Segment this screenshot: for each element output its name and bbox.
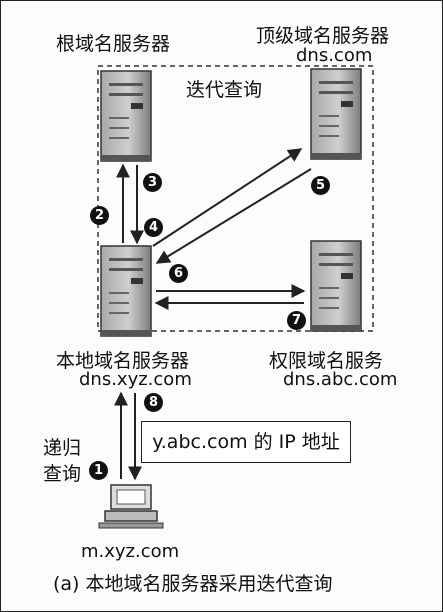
step-2-badge: 2	[90, 206, 109, 225]
iterative-query-label: 迭代查询	[186, 79, 263, 101]
tld-server-host: dns.com	[296, 45, 373, 66]
tld-server-icon	[310, 68, 362, 160]
client-computer-icon	[98, 484, 164, 529]
tld-server-label: 顶级域名服务器	[256, 25, 390, 47]
recursive-query-label-1: 递归	[43, 437, 82, 459]
iterative-region	[97, 65, 374, 332]
client-host: m.xyz.com	[81, 541, 180, 562]
auth-server-host: dns.abc.com	[283, 369, 398, 390]
step-1-badge: 1	[89, 461, 108, 480]
figure-caption: (a) 本地域名服务器采用迭代查询	[53, 573, 333, 595]
auth-server-label: 权限域名服务	[269, 350, 384, 372]
local-server-host: dns.xyz.com	[79, 369, 192, 390]
ip-address-box: y.abc.com 的 IP 地址	[141, 421, 351, 463]
recursive-query-label-2: 查询	[43, 463, 82, 485]
root-server-label: 根域名服务器	[56, 33, 171, 55]
arrow-step-4	[152, 148, 303, 247]
root-server-icon	[100, 70, 152, 162]
step-6-badge: 6	[169, 264, 188, 283]
step-5-badge: 5	[311, 176, 330, 195]
arrow-step-5	[155, 168, 312, 264]
local-server-label: 本地域名服务器	[56, 350, 190, 372]
step-3-badge: 3	[143, 173, 162, 192]
local-server-icon	[100, 245, 152, 337]
step-8-badge: 8	[144, 393, 163, 412]
auth-server-icon	[310, 240, 362, 332]
step-7-badge: 7	[287, 311, 306, 330]
step-4-badge: 4	[144, 218, 163, 237]
